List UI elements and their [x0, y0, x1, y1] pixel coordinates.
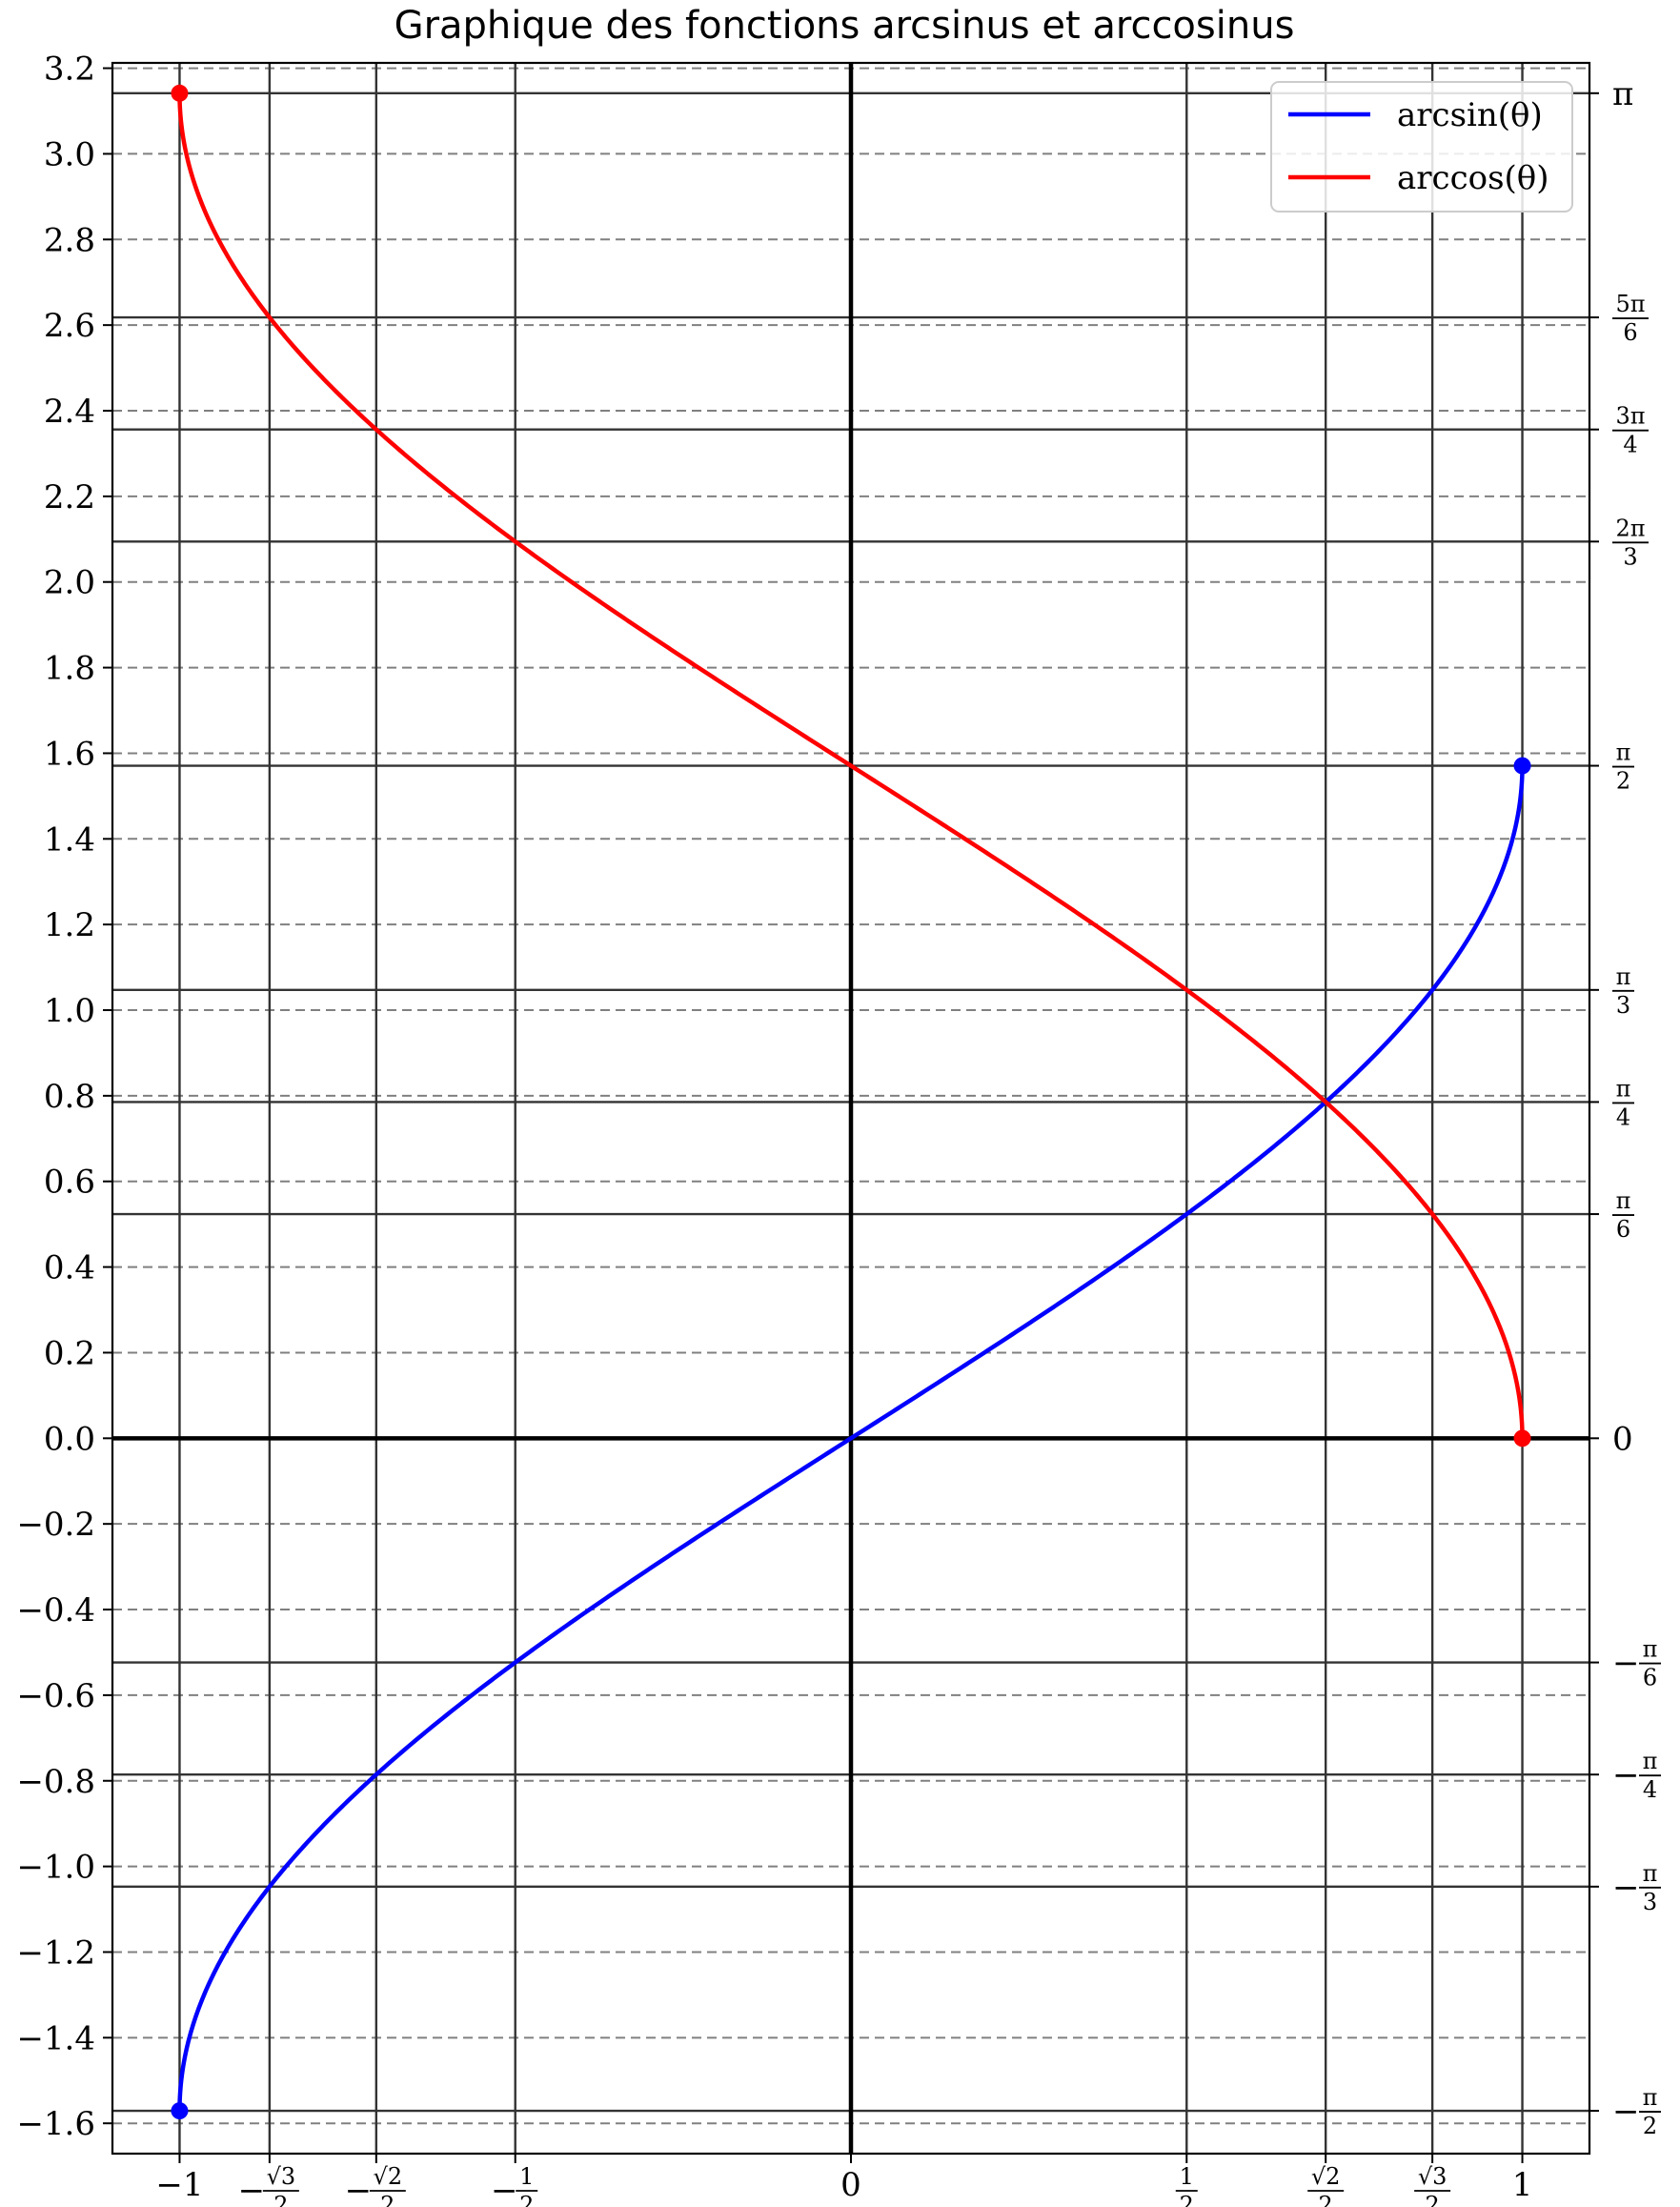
tick-marks — [103, 67, 1599, 2163]
x-tick-label-6-numerator: √2 — [1311, 2163, 1341, 2190]
y-tick-label-left-13: 0.6 — [44, 1164, 95, 1202]
y-tick-label-left-21: −1.0 — [16, 1849, 95, 1887]
y-tick-label-left-16: 0.0 — [44, 1420, 95, 1458]
y-tick-label-right-11-sign: − — [1612, 1869, 1640, 1907]
y-tick-label-right-11-denominator: 3 — [1643, 1889, 1657, 1915]
y-tick-label-right-1-numerator: 5π — [1615, 291, 1645, 317]
y-tick-label-left-8: 1.6 — [44, 735, 95, 773]
x-tick-label-2-denominator: 2 — [380, 2192, 395, 2207]
y-tick-label-right-6-denominator: 4 — [1616, 1104, 1630, 1130]
y-tick-label-right-0-value: π — [1612, 75, 1633, 113]
y-tick-label-right-5-denominator: 3 — [1616, 992, 1630, 1019]
series-line-arccos — [177, 92, 1525, 1439]
y-tick-label-right-11-numerator: π — [1643, 1860, 1658, 1887]
y-tick-label-right-7-denominator: 6 — [1616, 1216, 1630, 1243]
x-tick-label-4-value: 0 — [840, 2166, 861, 2204]
y-tick-label-left-7: 1.8 — [44, 650, 95, 688]
legend-label-arccos: arccos(θ) — [1397, 159, 1549, 197]
x-tick-label-3-denominator: 2 — [519, 2192, 534, 2207]
y-tick-label-right-6-numerator: π — [1616, 1075, 1631, 1102]
y-tick-label-right-9-numerator: π — [1643, 1636, 1658, 1663]
y-tick-label-left-1: 3.0 — [44, 135, 95, 173]
chart-title: Graphique des fonctions arcsinus et arcc… — [395, 4, 1295, 48]
y-tick-labels-left: 3.2 3.0 2.8 2.6 2.4 2.2 2.0 1.8 1.6 1.4 1.2 1.0 0.8 0… — [16, 51, 95, 2144]
x-tick-label-3-numerator: 1 — [519, 2163, 534, 2190]
series-line-arcsin — [177, 765, 1525, 2112]
y-tick-label-left-17: −0.2 — [16, 1506, 95, 1544]
y-tick-label-right-5-numerator: π — [1616, 963, 1631, 990]
y-tick-label-right-4-numerator: π — [1616, 739, 1631, 766]
x-tick-label-6-denominator: 2 — [1319, 2192, 1333, 2207]
legend-label-arcsin: arcsin(θ) — [1397, 96, 1543, 134]
y-tick-label-left-4: 2.4 — [44, 393, 95, 431]
endpoint-arccos-1 — [1513, 1429, 1531, 1448]
y-tick-label-left-3: 2.6 — [44, 307, 95, 345]
y-tick-label-right-3-denominator: 3 — [1623, 543, 1637, 570]
endpoint-arccos-0 — [171, 84, 189, 102]
y-tick-label-left-10: 1.2 — [44, 906, 95, 944]
y-tick-label-left-9: 1.4 — [44, 820, 95, 859]
y-tick-label-left-24: −1.6 — [16, 2105, 95, 2143]
y-tick-label-left-0: 3.2 — [44, 51, 95, 89]
y-tick-label-left-15: 0.2 — [44, 1334, 95, 1372]
x-tick-label-8-value: 1 — [1512, 2166, 1533, 2204]
y-tick-label-left-22: −1.2 — [16, 1934, 95, 1972]
y-tick-label-left-19: −0.6 — [16, 1677, 95, 1715]
legend: arcsin(θ) arccos(θ) — [1270, 81, 1573, 213]
x-tick-label-7-numerator: √3 — [1418, 2163, 1447, 2190]
y-tick-label-left-18: −0.4 — [16, 1591, 95, 1630]
x-tick-label-2-numerator: √2 — [374, 2163, 403, 2190]
endpoint-arcsin-0 — [171, 2102, 189, 2120]
x-tick-label-1-numerator: √3 — [267, 2163, 296, 2190]
y-tick-label-left-20: −0.8 — [16, 1763, 95, 1801]
x-tick-label-1-denominator: 2 — [273, 2192, 288, 2207]
y-tick-label-right-7-numerator: π — [1616, 1187, 1631, 1214]
y-tick-label-right-12-denominator: 2 — [1643, 2113, 1657, 2139]
y-tick-label-right-10-sign: − — [1612, 1756, 1640, 1794]
y-tick-label-left-11: 1.0 — [44, 992, 95, 1030]
y-tick-label-right-4-denominator: 2 — [1616, 768, 1630, 795]
y-tick-label-right-10-numerator: π — [1643, 1748, 1658, 1774]
x-tick-label-0-value: −1 — [155, 2166, 203, 2204]
x-tick-label-5-denominator: 2 — [1180, 2192, 1194, 2207]
y-tick-label-right-9-sign: − — [1612, 1645, 1640, 1683]
x-tick-label-1-sign: − — [238, 2172, 266, 2207]
y-tick-label-left-14: 0.4 — [44, 1249, 95, 1287]
y-tick-label-right-9-denominator: 6 — [1643, 1665, 1657, 1691]
x-tick-label-2-sign: − — [345, 2172, 373, 2207]
endpoint-markers — [171, 84, 1531, 2120]
zero-axes — [112, 63, 1589, 2154]
y-tick-label-right-8-value: 0 — [1612, 1420, 1633, 1458]
y-tick-label-right-10-denominator: 4 — [1643, 1776, 1657, 1803]
x-tick-label-3-sign: − — [491, 2172, 518, 2207]
y-tick-label-right-2-numerator: 3π — [1615, 403, 1645, 430]
y-tick-label-left-6: 2.0 — [44, 564, 95, 602]
y-tick-label-left-12: 0.8 — [44, 1078, 95, 1116]
endpoint-arcsin-1 — [1513, 757, 1531, 775]
y-tick-label-right-2-denominator: 4 — [1623, 432, 1637, 458]
series-lines — [177, 92, 1525, 2112]
y-tick-label-left-2: 2.8 — [44, 221, 95, 259]
y-tick-label-right-1-denominator: 6 — [1623, 319, 1637, 346]
y-tick-label-left-23: −1.4 — [16, 2019, 95, 2057]
y-tick-label-right-12-sign: − — [1612, 2093, 1640, 2131]
x-tick-label-7-denominator: 2 — [1425, 2192, 1439, 2207]
x-tick-label-5-numerator: 1 — [1180, 2163, 1194, 2190]
y-tick-label-left-5: 2.2 — [44, 478, 95, 516]
y-tick-label-right-3-numerator: 2π — [1615, 515, 1645, 541]
y-tick-label-right-12-numerator: π — [1643, 2084, 1658, 2111]
